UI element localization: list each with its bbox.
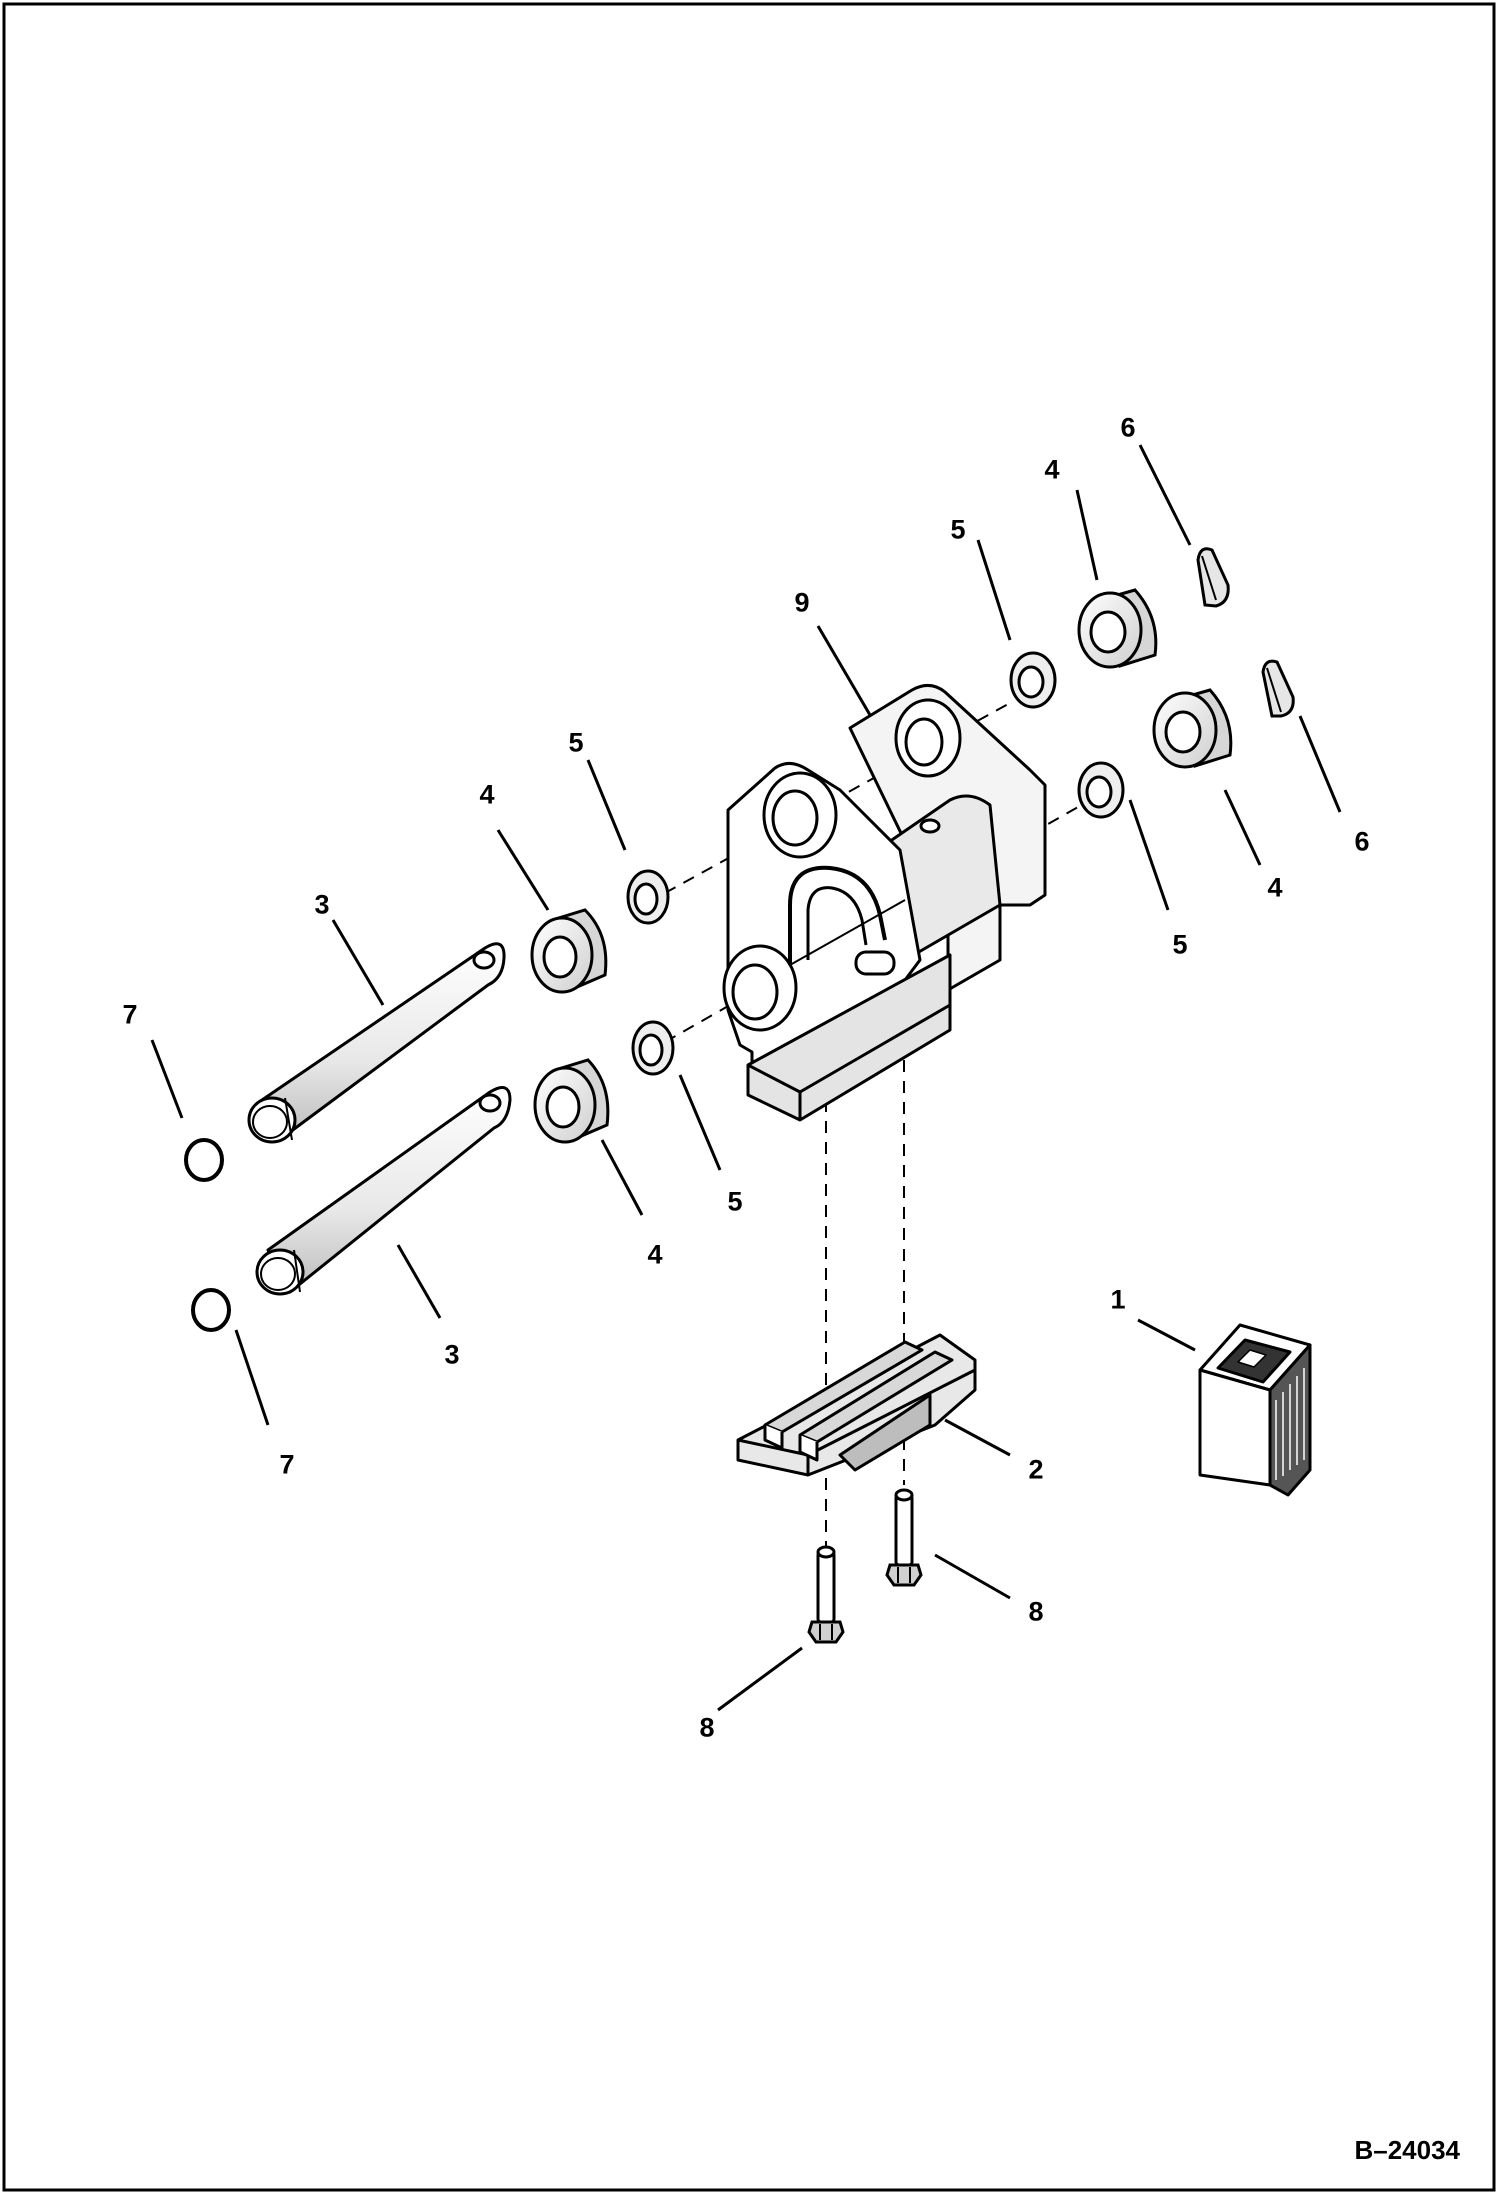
bushing-right-lower bbox=[1152, 688, 1233, 769]
lock-pin-upper bbox=[1196, 547, 1230, 608]
callout-item-4-left-lower: 4 bbox=[647, 1239, 663, 1270]
bushing-left-lower bbox=[533, 1058, 610, 1144]
callout-item-5-left-upper: 5 bbox=[568, 727, 584, 758]
lock-pin-lower bbox=[1261, 659, 1295, 718]
shim-right-upper bbox=[1009, 651, 1057, 709]
snap-ring-lower bbox=[191, 1288, 231, 1332]
callout-item-4-right-upper: 4 bbox=[1044, 454, 1060, 485]
callout-item-2: 2 bbox=[1028, 1454, 1044, 1485]
bushing-left-upper bbox=[530, 908, 608, 994]
leader-lines bbox=[150, 444, 1342, 1712]
shim-right-lower bbox=[1077, 761, 1125, 819]
shim-left-upper bbox=[626, 869, 670, 925]
callout-item-6-lower: 6 bbox=[1354, 826, 1370, 857]
bracket-assembly bbox=[722, 684, 1047, 1122]
callout-item-3-upper: 3 bbox=[314, 889, 330, 920]
callout-item-5-left-lower: 5 bbox=[727, 1186, 743, 1217]
wear-pad bbox=[736, 1333, 977, 1477]
callout-item-5-right-upper: 5 bbox=[950, 514, 966, 545]
callout-item-5-right-lower: 5 bbox=[1172, 929, 1188, 960]
callout-item-9: 9 bbox=[794, 587, 810, 618]
callout-item-7-upper: 7 bbox=[122, 999, 138, 1030]
callout-item-6-upper: 6 bbox=[1120, 412, 1136, 443]
snap-ring-upper bbox=[184, 1138, 224, 1182]
bushing-right-upper bbox=[1077, 588, 1158, 669]
figure-id: B–24034 bbox=[1354, 2135, 1460, 2165]
callout-item-8-right: 8 bbox=[1028, 1596, 1044, 1627]
kit-box bbox=[1198, 1323, 1312, 1497]
bolt-right bbox=[885, 1488, 923, 1587]
callout-item-4-left-upper: 4 bbox=[479, 779, 495, 810]
pin-lower bbox=[255, 1086, 512, 1296]
callout-item-8-left: 8 bbox=[699, 1712, 715, 1743]
bolt-left bbox=[807, 1545, 845, 1644]
pin-upper bbox=[247, 942, 506, 1144]
callout-item-1: 1 bbox=[1110, 1284, 1126, 1315]
callout-item-4-right-lower: 4 bbox=[1267, 872, 1283, 903]
shim-left-lower bbox=[631, 1020, 675, 1076]
callout-item-3-lower: 3 bbox=[444, 1339, 460, 1370]
callout-item-7-lower: 7 bbox=[279, 1449, 295, 1480]
